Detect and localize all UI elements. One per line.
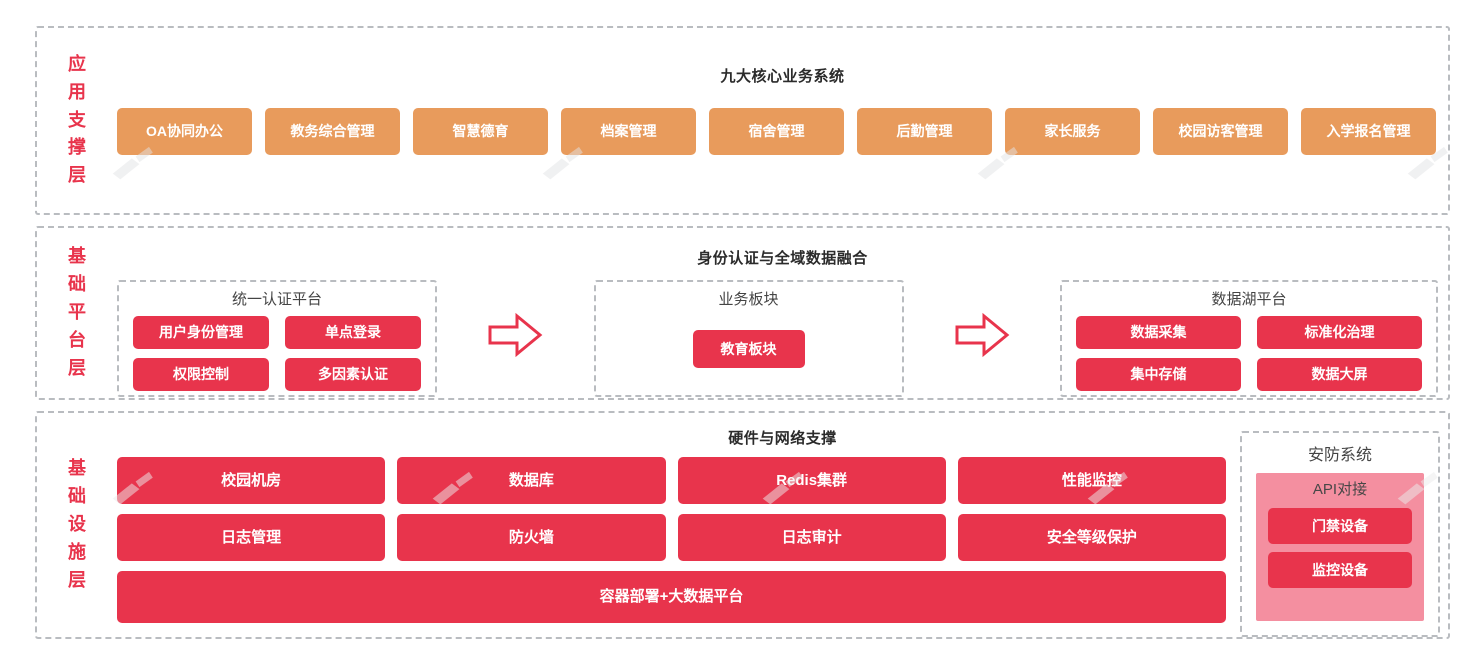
- layer-title-infrastructure: 硬件与网络支撑: [728, 430, 837, 447]
- infra-item-performance-monitoring[interactable]: 性能监控: [957, 457, 1226, 504]
- caption-char: 应: [68, 53, 86, 74]
- infrastructure-content: 校园机房 数据库 Redis集群 性能监控 日志管理 防火墙 日志审计 安全等级…: [117, 431, 1448, 637]
- api-integration-title: API对接: [1312, 481, 1368, 498]
- app-module-smart-moral-education[interactable]: 智慧德育: [413, 108, 548, 155]
- business-items-row: 教育板块: [610, 316, 888, 383]
- app-module-logistics[interactable]: 后勤管理: [857, 108, 992, 155]
- layer-body-infrastructure: 硬件与网络支撑 校园机房 数据库 Redis集群 性能监控 日志管理 防火墙 日…: [117, 413, 1448, 637]
- caption-char: 层: [68, 569, 86, 590]
- infrastructure-main-column: 校园机房 数据库 Redis集群 性能监控 日志管理 防火墙 日志审计 安全等级…: [117, 457, 1226, 637]
- app-module-academic-affairs[interactable]: 教务综合管理: [265, 108, 400, 155]
- group-title-unified-authentication: 统一认证平台: [231, 290, 322, 308]
- group-title-business-sector: 业务板块: [718, 290, 779, 308]
- caption-char: 设: [68, 514, 86, 535]
- caption-char: 撑: [68, 137, 86, 158]
- application-modules-row: OA协同办公 教务综合管理 智慧德育 档案管理 宿舍管理 后勤管理 家长服务 校…: [117, 108, 1448, 155]
- group-unified-authentication: 统一认证平台 用户身份管理 单点登录 权限控制 多因素认证: [117, 279, 437, 397]
- arrow-cell-left: [437, 312, 594, 364]
- security-device-access-control[interactable]: 门禁设备: [1268, 508, 1412, 544]
- arrow-cell-right: [904, 312, 1061, 364]
- layer-caption-infrastructure: 基 础 设 施 层: [37, 413, 117, 637]
- auth-item-single-sign-on[interactable]: 单点登录: [285, 315, 421, 349]
- data-lake-item-collection[interactable]: 数据采集: [1076, 315, 1241, 349]
- infra-item-log-audit[interactable]: 日志审计: [677, 514, 946, 561]
- infrastructure-grid: 校园机房 数据库 Redis集群 性能监控 日志管理 防火墙 日志审计 安全等级…: [117, 457, 1226, 561]
- infra-item-firewall[interactable]: 防火墙: [397, 514, 666, 561]
- caption-char: 台: [68, 329, 86, 350]
- caption-char: 施: [68, 541, 86, 562]
- app-module-dormitory[interactable]: 宿舍管理: [709, 108, 844, 155]
- caption-char: 层: [68, 357, 86, 378]
- infra-item-database[interactable]: 数据库: [397, 457, 666, 504]
- app-module-oa[interactable]: OA协同办公: [117, 108, 252, 155]
- caption-char: 平: [68, 302, 86, 323]
- data-lake-item-centralized-storage[interactable]: 集中存储: [1076, 357, 1241, 391]
- security-system-title: 安防系统: [1307, 447, 1372, 464]
- data-lake-item-dashboard[interactable]: 数据大屏: [1257, 357, 1422, 391]
- business-item-education[interactable]: 教育板块: [692, 330, 805, 368]
- group-data-lake-platform: 数据湖平台 数据采集 标准化治理 集中存储 数据大屏: [1060, 279, 1438, 397]
- auth-item-access-control[interactable]: 权限控制: [133, 357, 269, 391]
- caption-char: 层: [68, 165, 86, 186]
- infra-item-security-level-protection[interactable]: 安全等级保护: [957, 514, 1226, 561]
- platform-groups-row: 统一认证平台 用户身份管理 单点登录 权限控制 多因素认证 业务板块: [117, 278, 1448, 398]
- layer-body-application-support: 九大核心业务系统 OA协同办公 教务综合管理 智慧德育 档案管理 宿舍管理 后勤…: [117, 28, 1448, 213]
- layer-title-platform: 身份认证与全域数据融合: [697, 250, 868, 267]
- infra-item-container-bigdata-platform[interactable]: 容器部署+大数据平台: [117, 571, 1226, 623]
- auth-items-grid: 用户身份管理 单点登录 权限控制 多因素认证: [133, 315, 421, 391]
- caption-char: 基: [68, 458, 86, 479]
- layer-title-application-support: 九大核心业务系统: [720, 68, 845, 85]
- auth-item-user-identity[interactable]: 用户身份管理: [133, 315, 269, 349]
- app-module-archive[interactable]: 档案管理: [561, 108, 696, 155]
- layer-platform: 基 础 平 台 层 身份认证与全域数据融合 统一认证平台 用户身份管理 单点登录…: [35, 226, 1450, 400]
- right-arrow-icon: [955, 312, 1010, 358]
- auth-item-mfa[interactable]: 多因素认证: [285, 357, 421, 391]
- data-lake-item-standardized-governance[interactable]: 标准化治理: [1257, 315, 1422, 349]
- caption-char: 基: [68, 246, 86, 267]
- infra-item-log-management[interactable]: 日志管理: [117, 514, 386, 561]
- infra-item-redis-cluster[interactable]: Redis集群: [677, 457, 946, 504]
- caption-char: 支: [68, 109, 86, 130]
- group-title-data-lake-platform: 数据湖平台: [1211, 290, 1287, 308]
- infra-item-campus-server-room[interactable]: 校园机房: [117, 457, 386, 504]
- right-arrow-icon: [488, 312, 543, 358]
- data-lake-items-grid: 数据采集 标准化治理 集中存储 数据大屏: [1076, 315, 1422, 391]
- layer-caption-application-support: 应 用 支 撑 层: [37, 28, 117, 213]
- caption-char: 础: [68, 274, 86, 295]
- caption-char: 础: [68, 486, 86, 507]
- layer-body-platform: 身份认证与全域数据融合 统一认证平台 用户身份管理 单点登录 权限控制 多因素认…: [117, 228, 1448, 398]
- caption-char: 用: [68, 81, 86, 102]
- app-module-campus-visitor[interactable]: 校园访客管理: [1153, 108, 1288, 155]
- security-system-panel: 安防系统 API对接 门禁设备 监控设备: [1240, 431, 1440, 637]
- group-business-sector: 业务板块 教育板块: [593, 279, 904, 397]
- app-module-parent-service[interactable]: 家长服务: [1005, 108, 1140, 155]
- security-device-surveillance[interactable]: 监控设备: [1268, 552, 1412, 588]
- layer-infrastructure: 基 础 设 施 层 硬件与网络支撑 校园机房 数据库 Redis集群 性能监控 …: [35, 411, 1450, 639]
- layer-application-support: 应 用 支 撑 层 九大核心业务系统 OA协同办公 教务综合管理 智慧德育 档案…: [35, 26, 1450, 215]
- api-integration-panel: API对接 门禁设备 监控设备: [1256, 473, 1424, 621]
- app-module-enrollment[interactable]: 入学报名管理: [1301, 108, 1436, 155]
- layer-caption-platform: 基 础 平 台 层: [37, 228, 117, 398]
